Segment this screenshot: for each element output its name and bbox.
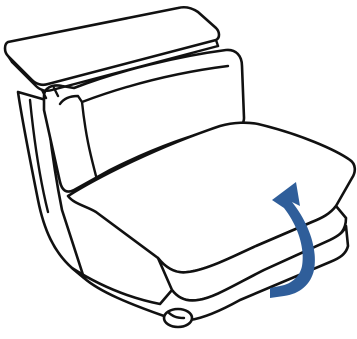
seat-cushion-icon bbox=[66, 121, 357, 329]
headrest-icon bbox=[3, 5, 221, 100]
backrest-icon bbox=[42, 48, 246, 193]
curved-arrow-icon bbox=[270, 182, 315, 298]
